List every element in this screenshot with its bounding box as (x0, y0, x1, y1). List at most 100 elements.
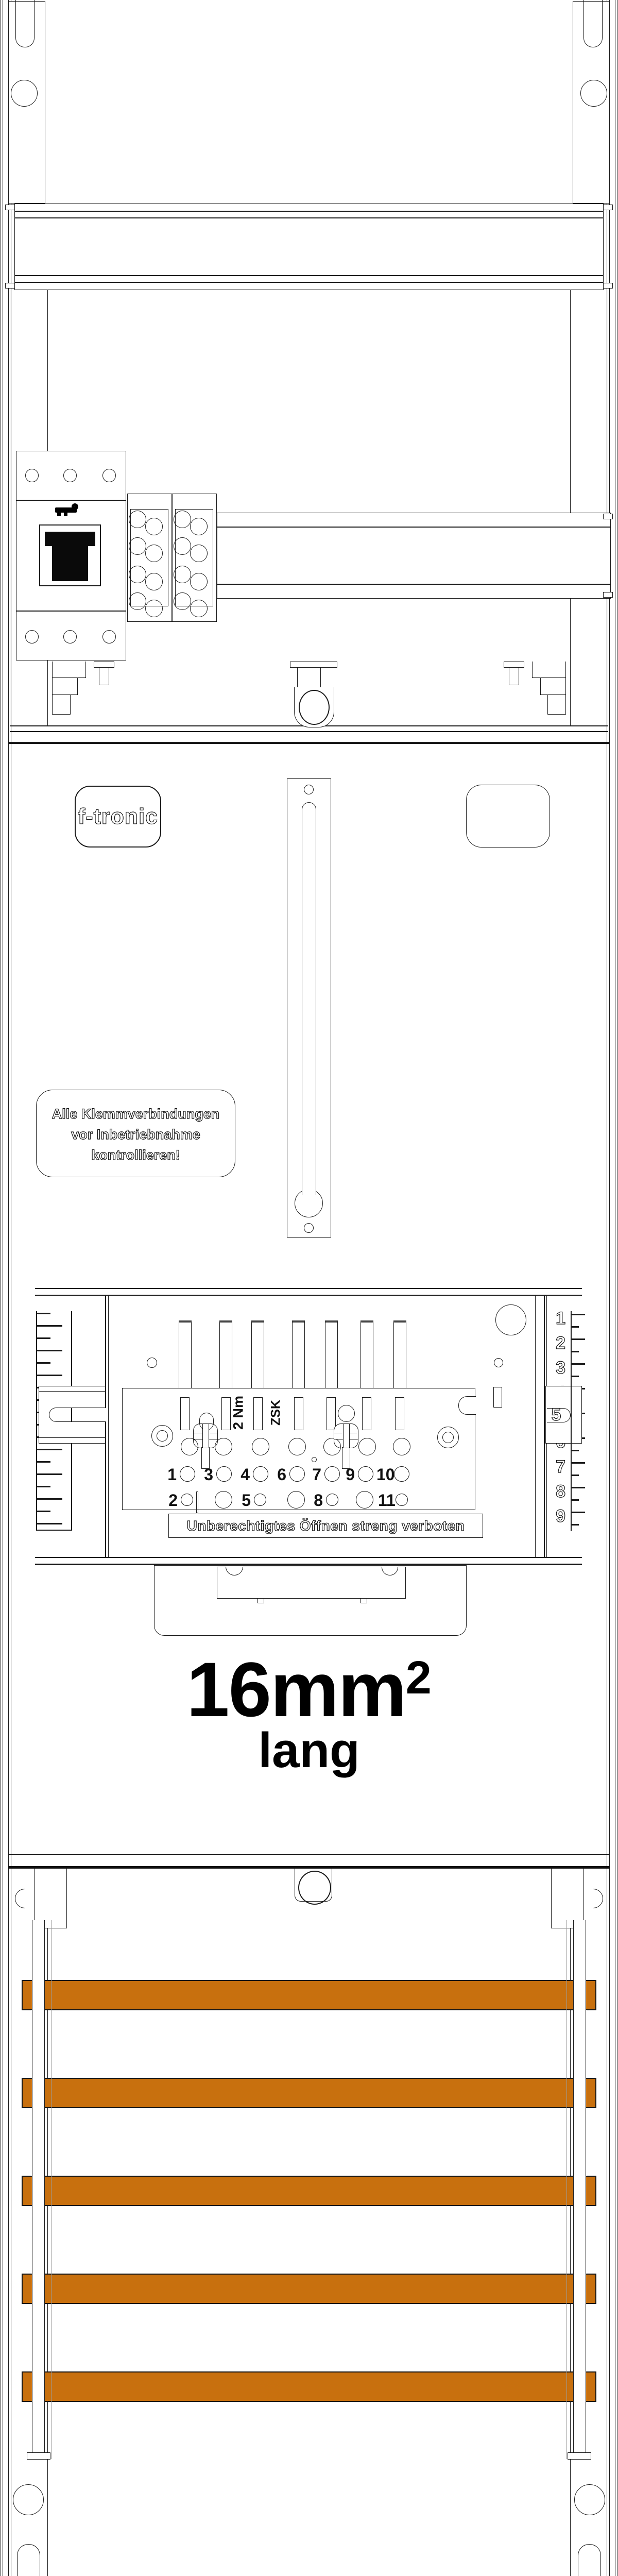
ruler-tick (571, 1450, 579, 1451)
terminal-hole (215, 1438, 232, 1455)
ruler-tick (36, 1325, 62, 1327)
assembly-bottom-line (35, 1564, 582, 1565)
edge-screw (151, 1425, 173, 1447)
sealing-lever (45, 532, 95, 546)
key-icon (64, 513, 67, 516)
enclosure-bottom-edge (8, 1866, 610, 1869)
module-hole (102, 469, 116, 482)
busbar (22, 2371, 596, 2402)
ruler-tick (571, 1524, 579, 1526)
terminal-fin (179, 1320, 192, 1388)
terminal-number: 6 (277, 1465, 286, 1484)
detail-rect (196, 1492, 198, 1513)
terminal-fin (360, 1320, 373, 1388)
warning-line: vor Inbetriebnahme (71, 1126, 201, 1142)
ruler-tick (571, 1326, 579, 1328)
terminal-hole (253, 1466, 268, 1482)
detail-circle (338, 1405, 355, 1422)
bottom-right-rail (570, 1928, 607, 2576)
upper-din-rail-line (14, 275, 604, 276)
terminal-hole (323, 1438, 341, 1455)
right-clamp-slot (547, 1408, 571, 1422)
terminal-hole (287, 1491, 305, 1509)
rail-end-tab (5, 205, 15, 210)
left-edge-line (8, 0, 9, 2576)
terminal-number: 11 (378, 1491, 396, 1510)
bottom-right-support (551, 1869, 584, 1928)
seal-label: Unberechtigtes Öffnen streng verboten (168, 1514, 483, 1538)
adjustment-slot (302, 802, 316, 1195)
sealing-lever (52, 545, 88, 581)
channel-line (108, 1295, 109, 1557)
top-right-keyhole-slot (583, 0, 603, 47)
size-value: 16mm (186, 1646, 407, 1733)
terminal-hole (288, 1438, 306, 1455)
terminal-hole (358, 1466, 373, 1482)
rod-shadow-line (51, 1920, 52, 2459)
seal-label-text: Unberechtigtes Öffnen streng verboten (186, 1517, 465, 1534)
lower-din-rail-line (217, 584, 611, 585)
lower-bracket (154, 1565, 467, 1636)
left-holder-foot (27, 2452, 50, 2460)
right-holder-rod (573, 1920, 586, 2459)
terminal-hole (215, 1491, 232, 1509)
distribution-hole (129, 537, 146, 555)
terminal-hole (180, 1466, 195, 1482)
blank-plate (466, 785, 550, 848)
terminal-hole (254, 1494, 266, 1506)
busbar (22, 2176, 596, 2206)
brand-logo-text: f-tronic (77, 804, 159, 829)
right-cable-clamp-line (571, 1386, 572, 1444)
support-step (540, 678, 566, 695)
ruler-tick (571, 1512, 585, 1513)
terminal-hole (393, 1438, 410, 1455)
backplate-hole (494, 1358, 503, 1367)
top-left-keyhole-slot (15, 0, 35, 47)
bottom-right-slot (578, 2544, 601, 2576)
assembly-band-line (35, 1295, 582, 1296)
bottom-left-hole (13, 2484, 44, 2515)
upper-din-rail-line (14, 211, 604, 212)
ruler-number: 1 (555, 1308, 565, 1328)
rail-end-tab (603, 514, 613, 519)
bottom-left-slot (17, 2544, 40, 2576)
distribution-hole (145, 545, 163, 562)
center-latch-plate (290, 662, 337, 668)
snap-tab (94, 662, 114, 668)
left-ruler-bottom (36, 1530, 71, 1531)
ruler-tick (571, 1499, 579, 1501)
ruler-tick (36, 1498, 62, 1500)
edge-screw (437, 1427, 459, 1448)
support-step (52, 678, 78, 695)
module-hole (25, 469, 39, 482)
terminal-hole (324, 1466, 340, 1482)
ruler-tick (571, 1314, 585, 1315)
seal-lock-module-divider (16, 500, 126, 501)
sealing-window-frame (39, 524, 101, 586)
upper-din-rail-line (14, 217, 604, 218)
terminal-number: 8 (314, 1491, 323, 1510)
distribution-hole (190, 573, 208, 590)
support-notch (15, 1889, 25, 1908)
terminal-fin (219, 1320, 232, 1388)
ruler-number: 3 (555, 1358, 565, 1378)
terminal-hole (396, 1494, 408, 1506)
ruler-tick (571, 1462, 585, 1464)
support-step (532, 662, 566, 678)
ruler-tick (36, 1473, 62, 1475)
terminal-slot (253, 1397, 263, 1430)
terminal-number: 1 (167, 1465, 177, 1484)
assembly-bottom-line (35, 1557, 582, 1558)
distribution-hole (174, 511, 191, 528)
distribution-hole (129, 511, 146, 528)
terminal-slot (327, 1397, 336, 1430)
terminal-hole (216, 1466, 232, 1482)
ruler-tick (571, 1338, 585, 1340)
ruler-tick (36, 1449, 62, 1450)
distribution-hole (129, 566, 146, 583)
bottom-left-rail (11, 1928, 48, 2576)
key-icon (72, 503, 78, 510)
ruler-tick (571, 1376, 579, 1377)
right-holder-foot (568, 2452, 591, 2460)
